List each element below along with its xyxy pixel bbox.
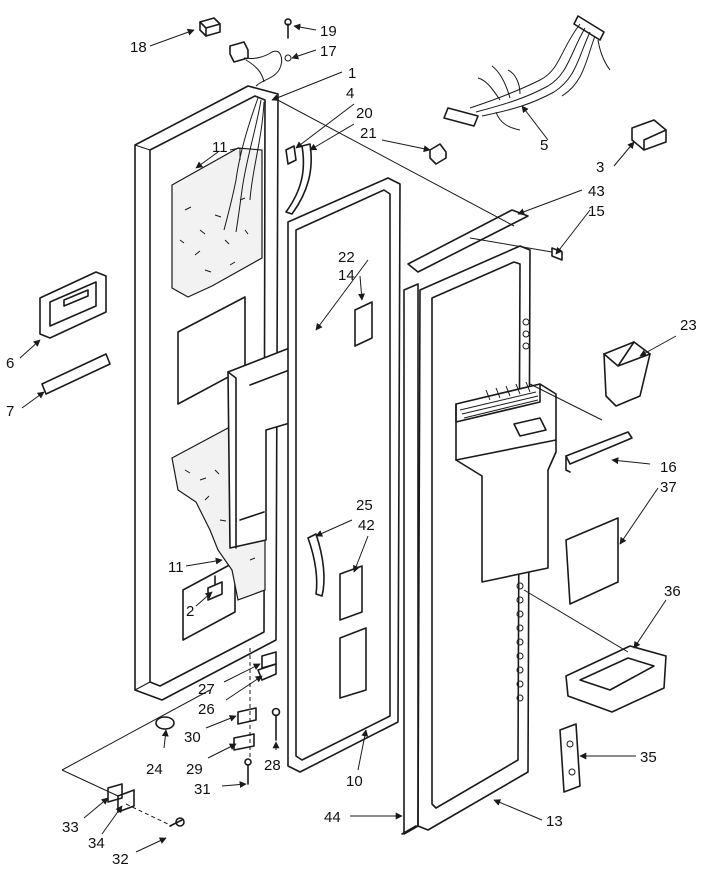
callout-15: 15 xyxy=(588,203,605,220)
callout-32: 32 xyxy=(112,851,129,868)
insulation-upper xyxy=(171,147,263,298)
callout-11-lower: 11 xyxy=(168,559,184,576)
callout-23: 23 xyxy=(680,317,697,334)
callout-5: 5 xyxy=(540,137,548,154)
callout-29: 29 xyxy=(186,761,203,778)
upper-small-parts-mid xyxy=(285,143,447,215)
callout-1: 1 xyxy=(348,65,356,82)
callout-33: 33 xyxy=(62,819,79,836)
callout-3: 3 xyxy=(596,159,604,176)
callout-30: 30 xyxy=(184,729,201,746)
callout-21: 21 xyxy=(360,125,377,142)
callout-34: 34 xyxy=(88,835,105,852)
wire-harness-loose xyxy=(443,15,611,131)
small-parts-top xyxy=(199,17,292,87)
callout-37: 37 xyxy=(660,479,677,496)
callout-leaders xyxy=(19,23,677,853)
callout-36: 36 xyxy=(664,583,681,600)
callout-22: 22 xyxy=(338,249,355,266)
callout-28: 28 xyxy=(264,757,281,774)
relay-part xyxy=(631,119,667,151)
trim-left-parts xyxy=(39,271,111,395)
dispenser-parts-right xyxy=(523,341,667,793)
callout-26: 26 xyxy=(198,701,215,718)
callout-13: 13 xyxy=(546,813,563,830)
callout-10: 10 xyxy=(346,773,363,790)
callout-17: 17 xyxy=(320,43,337,60)
callout-18: 18 xyxy=(130,39,147,56)
callout-27: 27 xyxy=(198,681,215,698)
callout-31: 31 xyxy=(194,781,211,798)
callout-24: 24 xyxy=(146,761,163,778)
wire-harness-inner xyxy=(223,97,265,233)
callout-4: 4 xyxy=(346,85,354,102)
callout-6: 6 xyxy=(6,355,14,372)
callout-44: 44 xyxy=(324,809,341,826)
callout-14: 14 xyxy=(338,267,355,284)
callout-19: 19 xyxy=(320,23,337,40)
inner-door-liner xyxy=(273,97,563,835)
callout-42: 42 xyxy=(358,517,375,534)
callout-2: 2 xyxy=(186,603,194,620)
callout-20: 20 xyxy=(356,105,373,122)
callout-7: 7 xyxy=(6,403,14,420)
callout-25: 25 xyxy=(356,497,373,514)
callout-35: 35 xyxy=(640,749,657,766)
callout-43: 43 xyxy=(588,183,605,200)
callout-labels: 18 19 17 1 4 20 21 5 3 43 15 11 22 14 23… xyxy=(6,23,697,868)
callout-11-upper: 11 xyxy=(212,139,228,156)
callout-16: 16 xyxy=(660,459,677,476)
